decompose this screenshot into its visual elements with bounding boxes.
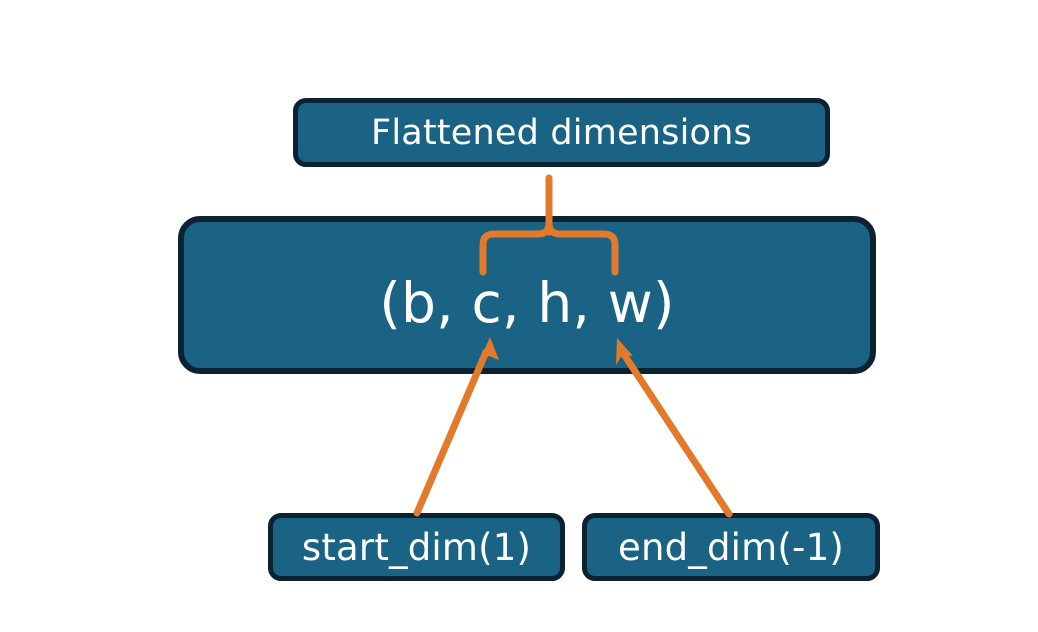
node-tensor-shape-tuple[interactable]: (b, c, h, w) xyxy=(178,216,876,374)
node-end-dim[interactable]: end_dim(-1) xyxy=(582,513,880,581)
node-start-dim-label: start_dim(1) xyxy=(301,525,532,569)
node-end-dim-label: end_dim(-1) xyxy=(618,525,844,569)
node-tensor-shape-tuple-label: (b, c, h, w) xyxy=(379,270,675,335)
node-start-dim[interactable]: start_dim(1) xyxy=(268,513,565,581)
node-flattened-dimensions-label: Flattened dimensions xyxy=(371,112,752,153)
node-flattened-dimensions[interactable]: Flattened dimensions xyxy=(293,98,830,167)
